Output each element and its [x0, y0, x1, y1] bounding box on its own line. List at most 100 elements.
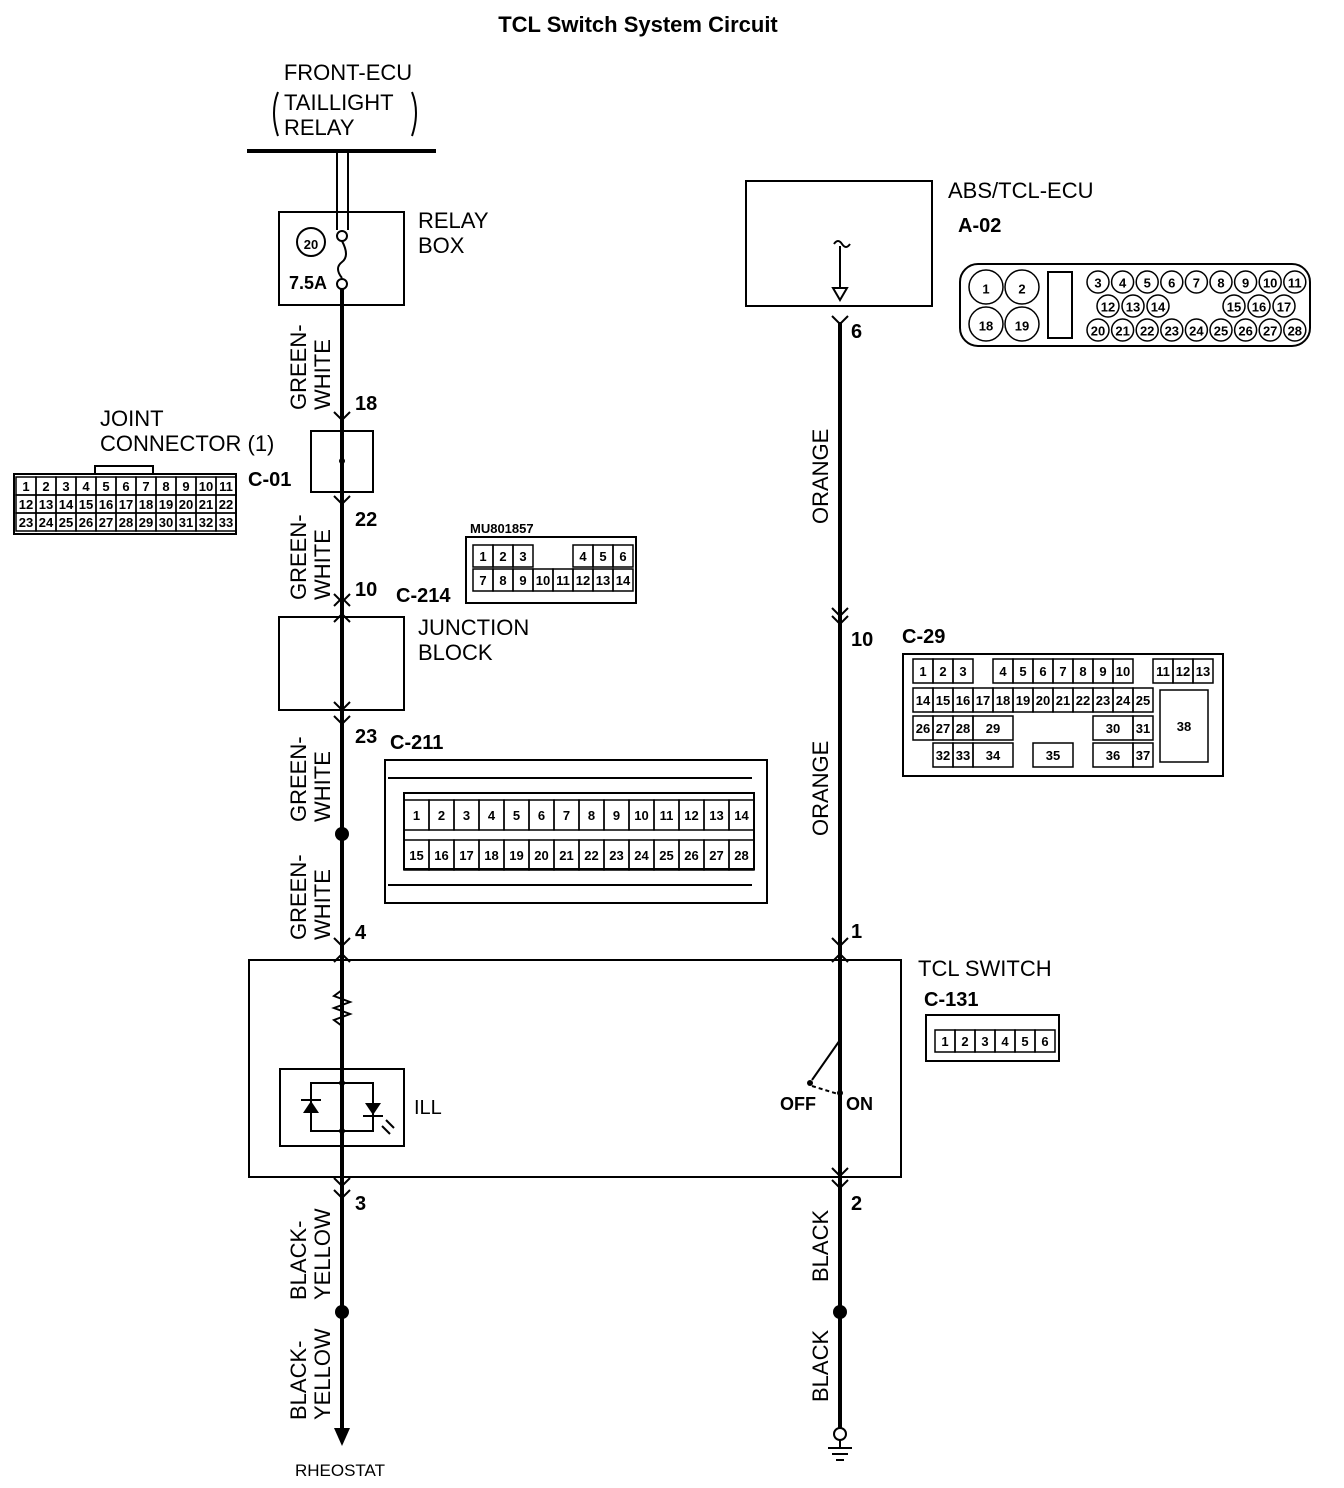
c29-pin-label: 36	[1106, 748, 1120, 763]
c29-pin-label: 27	[936, 721, 950, 736]
wire-label-by-2a: BLACK-	[286, 1341, 311, 1420]
led-icon-2	[365, 1103, 381, 1115]
a02-pin	[1258, 270, 1282, 294]
c131-pin-label: 5	[1021, 1034, 1028, 1049]
fuse-rating: 7.5A	[289, 273, 327, 293]
c29-pin-label: 33	[956, 748, 970, 763]
front-ecu-bracket-right	[411, 91, 417, 137]
c01-pin-label: 3	[62, 479, 69, 494]
c211-pin-label: 21	[559, 848, 573, 863]
c01-pin-label: 33	[219, 515, 233, 530]
wire-label-by-1a: BLACK-	[286, 1221, 311, 1300]
c29-pin-label: 38	[1177, 719, 1191, 734]
a02-pin	[1283, 318, 1307, 342]
fuse-symbol	[337, 240, 347, 279]
c29-pin-label: 28	[956, 721, 970, 736]
resistor-symbol	[331, 989, 353, 1027]
c131-pin-label: 2	[961, 1034, 968, 1049]
a02-pin	[1146, 294, 1170, 318]
c29-pin-label: 24	[1116, 693, 1131, 708]
c214-pin-label: 12	[576, 573, 590, 588]
c01-pin-label: 14	[59, 497, 74, 512]
pin-4: 4	[355, 922, 367, 944]
c29-pin-label: 4	[999, 664, 1007, 679]
c01-pin-label: 10	[199, 479, 213, 494]
c29-pin-label: 6	[1039, 664, 1046, 679]
c214-pin	[612, 544, 634, 568]
wire-label-by-2b: YELLOW	[310, 1328, 335, 1420]
c29-pin-label: 34	[986, 748, 1001, 763]
pin-10-left: 10	[355, 579, 377, 601]
c211-pin-label: 28	[734, 848, 748, 863]
c211-pin-label: 15	[409, 848, 423, 863]
c211-pin-label: 18	[484, 848, 498, 863]
abs-tcl-ecu-label: ABS/TCL-ECU	[948, 178, 1093, 203]
a02-pin	[1247, 294, 1271, 318]
a02-pin-label: 28	[1288, 324, 1302, 339]
wire-label-gw-2a: GREEN-	[286, 514, 311, 600]
pin-23: 23	[355, 726, 377, 748]
splice-black-yellow	[335, 1305, 349, 1319]
wire-label-gw-4b: WHITE	[310, 869, 335, 940]
a02-pin-label: 6	[1168, 276, 1175, 291]
c01-pin-label: 16	[99, 497, 113, 512]
pin-6: 6	[851, 321, 862, 343]
c29-pin	[1132, 687, 1154, 713]
a02-pin	[1086, 318, 1110, 342]
fuse-number-circle	[296, 227, 326, 257]
a02-pin-label: 4	[1119, 276, 1127, 291]
joint-connector-label-2: CONNECTOR (1)	[100, 431, 274, 456]
a02-pin	[1222, 294, 1246, 318]
tcl-switch-box	[248, 959, 902, 1178]
c29-pin-label: 13	[1196, 664, 1210, 679]
c01-pin-label: 29	[139, 515, 153, 530]
a02-pin-label: 5	[1144, 276, 1151, 291]
a02-pin-label: 27	[1263, 324, 1277, 339]
a02-pin-label: 12	[1101, 300, 1115, 315]
c29-pin-label: 17	[976, 693, 990, 708]
c01-pin-label: 22	[219, 497, 233, 512]
wire-label-gw-1a: GREEN-	[286, 324, 311, 410]
a02-pin	[1283, 270, 1307, 294]
c29-pin-label: 11	[1156, 664, 1170, 679]
a02-pin-label: 9	[1242, 276, 1249, 291]
c211-pin-label: 23	[609, 848, 623, 863]
c29-pin-label: 21	[1056, 693, 1070, 708]
c01-pin	[215, 512, 237, 532]
c29-pin-label: 15	[936, 693, 950, 708]
ground-terminal	[833, 1427, 847, 1441]
c29-pin	[1032, 742, 1074, 768]
c131-pin-label: 1	[941, 1034, 948, 1049]
c01-pin-label: 5	[102, 479, 109, 494]
a02-pin-label: 19	[1015, 319, 1029, 334]
a02-pin-label: 22	[1140, 324, 1154, 339]
front-ecu-bracket-left	[273, 91, 279, 137]
a02-pin	[1258, 318, 1282, 342]
a02-pin	[1184, 270, 1209, 294]
a02-pin	[1184, 318, 1209, 342]
junction-block-part-no: MU801857	[470, 521, 534, 536]
c211-pin-label: 4	[488, 808, 496, 823]
relay-box-label-1: RELAY	[418, 208, 489, 233]
c211-pin-label: 27	[709, 848, 723, 863]
c211-pin-label: 7	[563, 808, 570, 823]
a02-pin-label: 25	[1214, 324, 1228, 339]
switch-on-label: ON	[846, 1094, 873, 1114]
pin-3: 3	[355, 1193, 366, 1215]
a02-pin	[1110, 318, 1135, 342]
c29-pin-label: 14	[916, 693, 931, 708]
c211-pin-label: 3	[463, 808, 470, 823]
c01-pin-label: 11	[219, 479, 233, 494]
c29-pin-label: 19	[1016, 693, 1030, 708]
a02-pin	[1160, 270, 1184, 294]
a02-pin-label: 21	[1115, 324, 1129, 339]
c214-pin-label: 13	[596, 573, 610, 588]
c211-pin-label: 17	[459, 848, 473, 863]
ill-lamp-box	[279, 1068, 405, 1147]
c01-pin-label: 19	[159, 497, 173, 512]
a02-pin	[1004, 306, 1040, 342]
